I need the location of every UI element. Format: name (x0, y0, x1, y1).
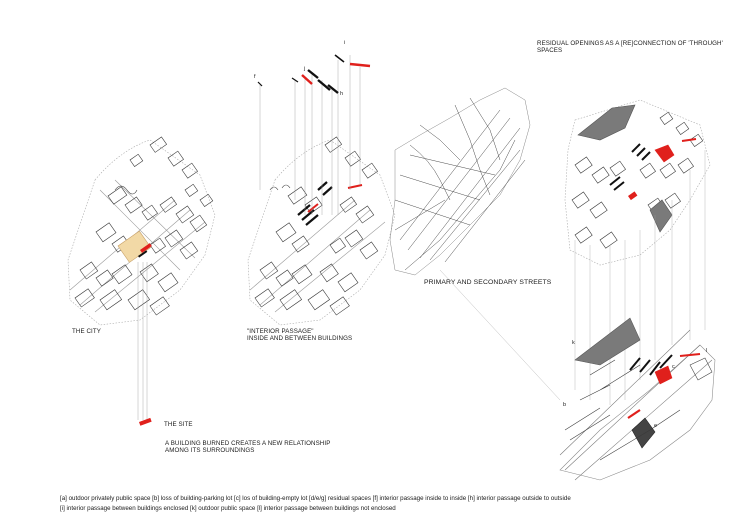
marker-c: c (672, 364, 675, 370)
legend-line-2: [i] interior passage between buildings e… (60, 505, 396, 512)
marker-h: h (340, 91, 343, 97)
projection-lines-right (440, 150, 705, 405)
site-projection-lines (138, 262, 147, 420)
interior-passage-map (248, 137, 395, 325)
label-burn-line2: AMONG ITS SURROUNDINGS (165, 447, 330, 454)
marker-i: i (344, 40, 345, 46)
label-burn-line1: A BUILDING BURNED CREATES A NEW RELATION… (165, 440, 330, 447)
site-marker (139, 418, 152, 426)
marker-k: k (572, 340, 575, 346)
legend-line-1: [a] outdoor privately public space [b] l… (60, 495, 571, 502)
label-interior-passage: "INTERIOR PASSAGE" INSIDE AND BETWEEN BU… (247, 328, 352, 343)
label-residual-openings: RESIDUAL OPENINGS AS A [RE]CONNECTION OF… (537, 40, 723, 55)
marker-b: b (563, 402, 566, 408)
label-residual-line2: SPACES (537, 47, 723, 54)
label-the-city: THE CITY (72, 328, 101, 335)
label-streets: PRIMARY AND SECONDARY STREETS (424, 279, 551, 286)
marker-f: f (254, 74, 256, 80)
marker-j: j (303, 66, 305, 72)
marker-l: l (706, 348, 707, 354)
residual-map-lower (560, 318, 715, 480)
streets-map (390, 88, 530, 275)
label-building-burned: A BUILDING BURNED CREATES A NEW RELATION… (165, 440, 330, 455)
label-interior-title: "INTERIOR PASSAGE" (247, 328, 352, 335)
city-map (68, 137, 215, 325)
label-interior-sub: INSIDE AND BETWEEN BUILDINGS (247, 335, 352, 342)
label-residual-line1: RESIDUAL OPENINGS AS A [RE]CONNECTION OF… (537, 40, 723, 47)
label-the-site: THE SITE (164, 421, 193, 428)
marker-e: e (654, 423, 657, 429)
exploded-passages (258, 55, 370, 215)
residual-map-upper (565, 100, 710, 265)
